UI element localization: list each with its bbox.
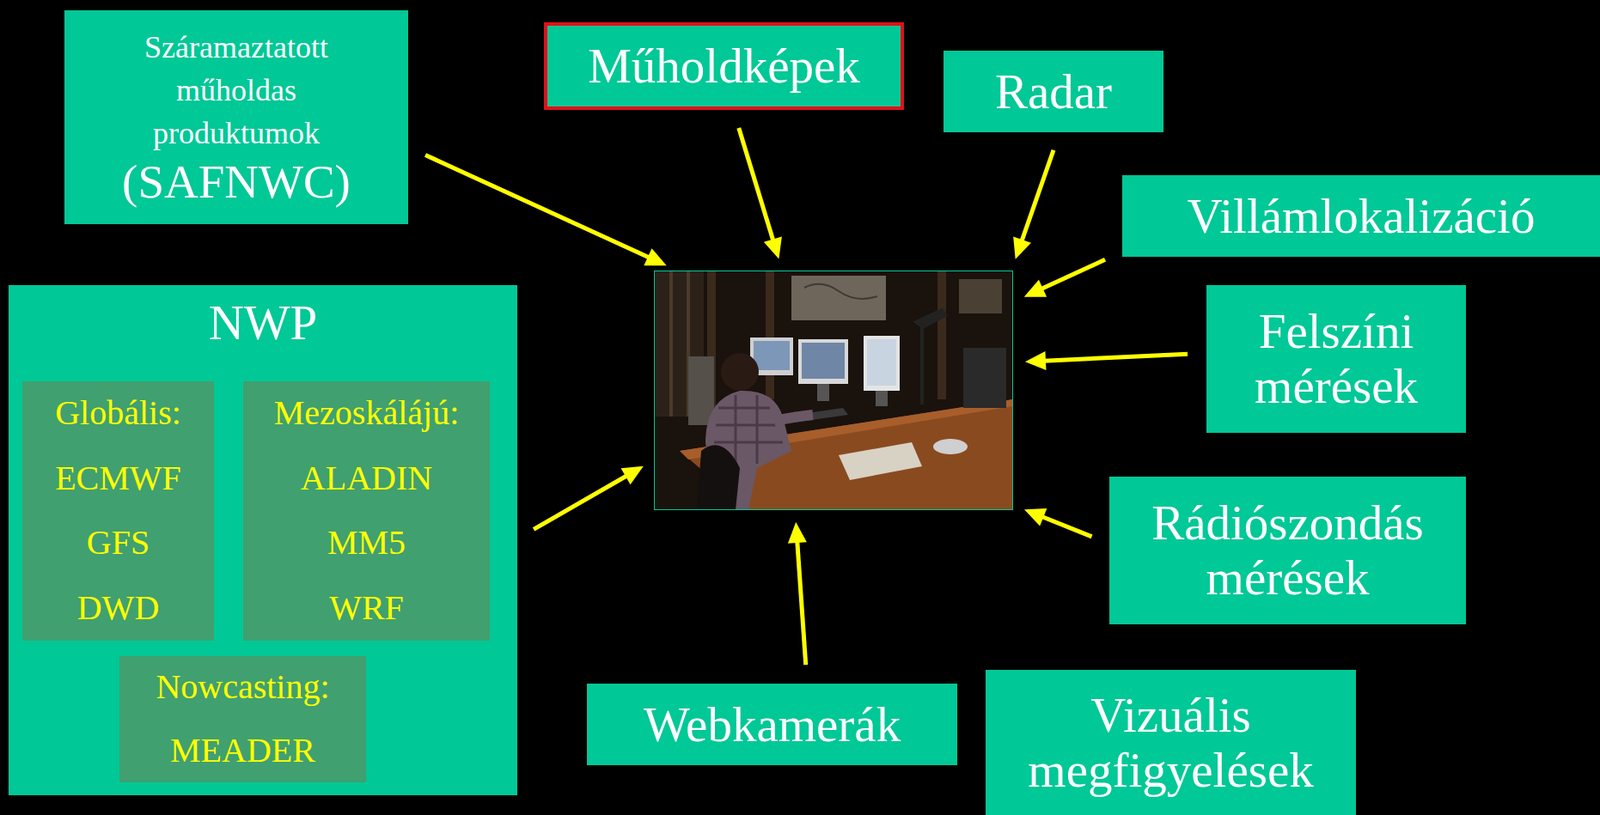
panel-title: NWP <box>8 295 518 351</box>
box-label: Rádiószondás mérések <box>1116 495 1460 606</box>
box-label: Felszíni mérések <box>1213 304 1460 415</box>
data-source-box: Rádiószondás mérések <box>1109 476 1466 625</box>
arrow-connector <box>425 154 667 266</box>
papers <box>838 442 923 481</box>
arrow-shaft <box>1041 259 1106 289</box>
radiator <box>688 356 715 426</box>
model-name: MM5 <box>327 511 406 577</box>
data-source-box: Vizuális megfigyelések <box>985 670 1356 815</box>
chair <box>696 445 740 511</box>
model-name: ALADIN <box>300 446 433 513</box>
box-label: Radar <box>995 64 1112 120</box>
arrow-shaft <box>738 128 774 242</box>
model-name: GFS <box>86 511 150 577</box>
group-heading: Mezoskálájú: <box>274 381 460 447</box>
box-label: Száramaztatott műholdas produktumok <box>111 25 361 155</box>
model-group-box: Nowcasting:MEADER <box>119 656 367 783</box>
model-group-box: Mezoskálájú:ALADINMM5WRF <box>243 381 490 642</box>
arrow-connector <box>1024 259 1106 297</box>
box-label: Webkamerák <box>643 697 901 753</box>
desk-lamp <box>916 310 946 405</box>
window-bar <box>669 270 673 417</box>
arrow-connector <box>787 522 807 666</box>
wall-panel <box>765 270 775 400</box>
wall-panel <box>937 270 947 400</box>
satellite-image-box: Műholdképek <box>543 22 904 110</box>
person-arm <box>774 415 813 422</box>
model-group-box: Globális:ECMWFGFSDWD <box>22 381 214 642</box>
monitor-stand <box>875 390 888 407</box>
model-name: DWD <box>77 576 160 642</box>
data-source-box: Webkamerák <box>586 683 958 766</box>
lightning-box: Villámlokalizáció <box>1122 175 1600 257</box>
monitor <box>798 339 849 385</box>
forecaster-illustration <box>653 270 1014 511</box>
arrow-connector <box>1024 508 1093 538</box>
arrow-head <box>1024 280 1047 298</box>
arrow-connector <box>738 128 782 260</box>
wall-map <box>791 275 886 321</box>
monitor-screen <box>867 339 897 386</box>
monitor <box>863 335 900 391</box>
arrow-shaft <box>797 541 807 666</box>
arrow-shaft <box>1021 150 1054 242</box>
group-heading: Nowcasting: <box>155 656 330 721</box>
monitor-stand <box>817 384 830 402</box>
box-label: Műholdképek <box>587 38 861 94</box>
arrow-head <box>763 236 782 259</box>
arrow-head <box>1025 351 1046 371</box>
box-label: Villámlokalizáció <box>1187 189 1536 245</box>
map-line <box>804 284 878 300</box>
radar-box: Radar <box>943 50 1164 133</box>
model-name: MEADER <box>170 720 316 784</box>
arrow-shaft <box>533 476 628 531</box>
arrow-connector <box>533 466 644 531</box>
group-heading: Globális: <box>54 381 182 447</box>
model-name: WRF <box>329 576 404 642</box>
model-name: ECMWF <box>54 446 182 513</box>
nwp-panel: NWPGlobális:ECMWFGFSDWDMezoskálájú:ALADI… <box>8 285 518 796</box>
arrow-head <box>1013 236 1032 259</box>
telephone <box>933 439 968 455</box>
forecaster-photo-frame <box>653 270 1014 511</box>
arrow-connector <box>1025 351 1188 371</box>
arrow-head <box>1024 508 1047 526</box>
box-label: (SAFNWC) <box>122 154 351 209</box>
arrow-connector <box>1013 150 1054 260</box>
arrow-shaft <box>425 154 650 258</box>
wall-sheet <box>958 279 1002 314</box>
monitor-screen <box>753 341 790 371</box>
arrow-shaft <box>1044 354 1188 361</box>
monitor-screen <box>801 342 845 379</box>
arrow-head <box>787 522 807 544</box>
person-head <box>720 353 759 391</box>
arrow-head <box>621 466 644 486</box>
derived-product-box: Száramaztatott műholdas produktumok(SAFN… <box>64 10 409 225</box>
data-source-box: Felszíni mérések <box>1206 285 1466 434</box>
arrow-head <box>643 248 666 266</box>
box-label: Vizuális megfigyelések <box>992 688 1350 799</box>
room-background <box>653 270 1014 511</box>
equipment-rack <box>963 348 1007 409</box>
arrow-shaft <box>1041 516 1092 537</box>
